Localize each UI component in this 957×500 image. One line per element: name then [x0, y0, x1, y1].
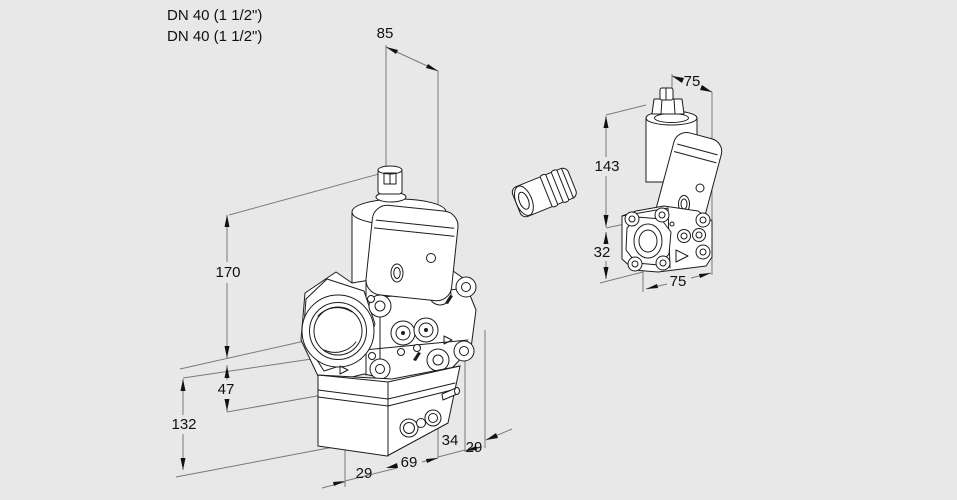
dimension-arrows	[180, 47, 712, 486]
front-dim-top-width-label: 85	[377, 25, 394, 42]
front-dim-lower-height-label: 132	[171, 416, 196, 433]
side-dim-lower-height-label: 32	[594, 244, 611, 261]
side-dim-top-width-label: 75	[684, 73, 701, 90]
cable-gland-part-drawing	[511, 167, 577, 218]
front-dim-flange-height-label: 47	[218, 381, 235, 398]
connection-size-label-1: DN 40 (1 1/2")	[167, 7, 262, 24]
flow-arrow-icon	[443, 335, 453, 345]
side-view-bolts	[624, 207, 711, 272]
front-view-valve-seats	[390, 317, 439, 346]
front-dim-tap-offset-label: 34	[442, 432, 459, 449]
front-dim-upper-height-label: 170	[215, 264, 240, 281]
connection-size-label-2: DN 40 (1 1/2")	[167, 28, 262, 45]
front-dim-tap-width-label: 29	[466, 439, 483, 456]
actuator-cover	[365, 204, 459, 302]
side-view-drawing	[621, 87, 723, 273]
side-dim-bottom-width-label: 75	[670, 273, 687, 290]
side-dim-upper-height-label: 143	[594, 158, 619, 175]
flow-arrow-icon	[675, 249, 689, 263]
front-view-drawing	[300, 165, 477, 457]
front-dim-base-offset-label: 29	[356, 465, 373, 482]
flow-arrow-icon	[339, 365, 349, 375]
front-dim-base-width-label: 69	[401, 454, 418, 471]
